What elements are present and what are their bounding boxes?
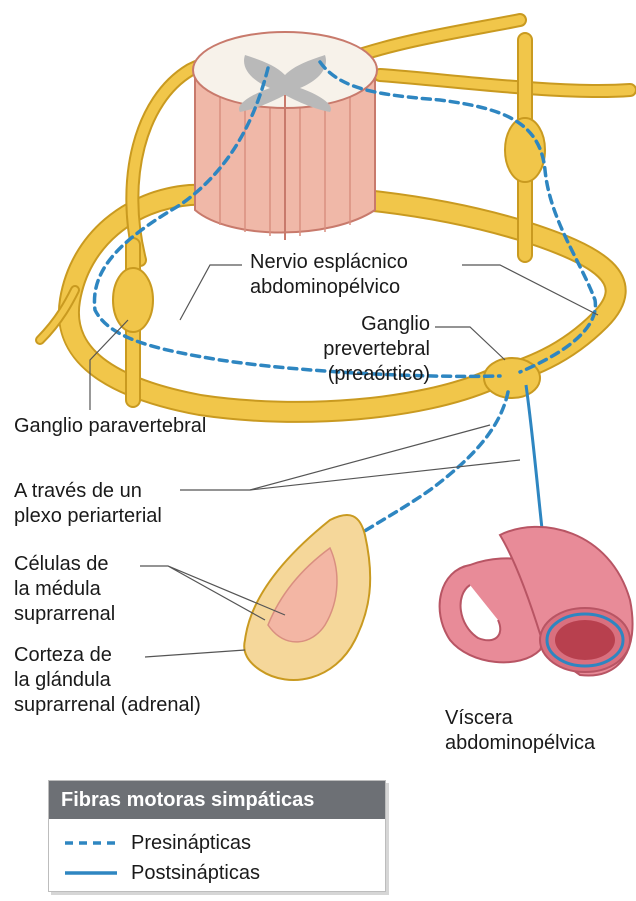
label-prevertebral-ganglion: Ganglio prevertebral (preaórtico) [280, 312, 430, 387]
label-prevertebral-line-3: (preaórtico) [280, 362, 430, 387]
prevertebral-ganglion [484, 358, 540, 398]
viscera-lumen [555, 620, 615, 660]
legend-row-postsynaptic: Postsinápticas [63, 859, 260, 887]
leader-splanchnic-left [180, 265, 242, 320]
legend: Fibras motoras simpáticas Presinápticas … [48, 780, 386, 892]
label-medulla-line-3: suprarrenal [14, 602, 115, 627]
paravertebral-ganglion [113, 268, 153, 332]
dashed-line-icon [63, 839, 119, 847]
upper-right-nerve-fill [345, 20, 630, 91]
label-prevertebral-line-2: prevertebral [280, 337, 430, 362]
leader-prevertebral [435, 327, 505, 360]
legend-row-presynaptic: Presinápticas [63, 829, 251, 857]
legend-postsynaptic-label: Postsinápticas [131, 862, 260, 885]
label-viscera-line-2: abdominopélvica [445, 731, 595, 756]
label-cortex-line-3: suprarrenal (adrenal) [14, 693, 201, 718]
viscera-intestine [440, 527, 633, 676]
label-viscera-line-1: Víscera [445, 706, 595, 731]
leader-plexus-2 [250, 425, 490, 490]
spinal-cord [193, 32, 377, 240]
label-medulla-cells: Células de la médula suprarrenal [14, 552, 115, 627]
leader-plexus-1 [180, 460, 520, 490]
label-cortex-line-2: la glándula [14, 668, 201, 693]
label-plexus-line-1: A través de un [14, 479, 162, 504]
label-paravertebral-text: Ganglio paravertebral [14, 414, 206, 439]
label-splanchnic-nerve: Nervio esplácnico abdominopélvico [250, 250, 408, 300]
solid-line-icon [63, 869, 119, 877]
label-viscera: Víscera abdominopélvica [445, 706, 595, 756]
legend-presynaptic-label: Presinápticas [131, 832, 251, 855]
label-splanchnic-line-2: abdominopélvico [250, 275, 408, 300]
label-medulla-line-2: la médula [14, 577, 115, 602]
label-adrenal-cortex: Corteza de la glándula suprarrenal (adre… [14, 643, 201, 718]
label-paravertebral-ganglion: Ganglio paravertebral [14, 414, 206, 439]
label-prevertebral-line-1: Ganglio [280, 312, 430, 337]
label-cortex-line-1: Corteza de [14, 643, 201, 668]
label-periarterial-plexus: A través de un plexo periarterial [14, 479, 162, 529]
label-splanchnic-line-1: Nervio esplácnico [250, 250, 408, 275]
label-plexus-line-2: plexo periarterial [14, 504, 162, 529]
right-paravertebral-ganglion [505, 118, 545, 182]
label-medulla-line-1: Células de [14, 552, 115, 577]
legend-title: Fibras motoras simpáticas [49, 781, 385, 819]
adrenal-gland [244, 515, 370, 680]
leader-splanchnic-right [462, 265, 598, 315]
